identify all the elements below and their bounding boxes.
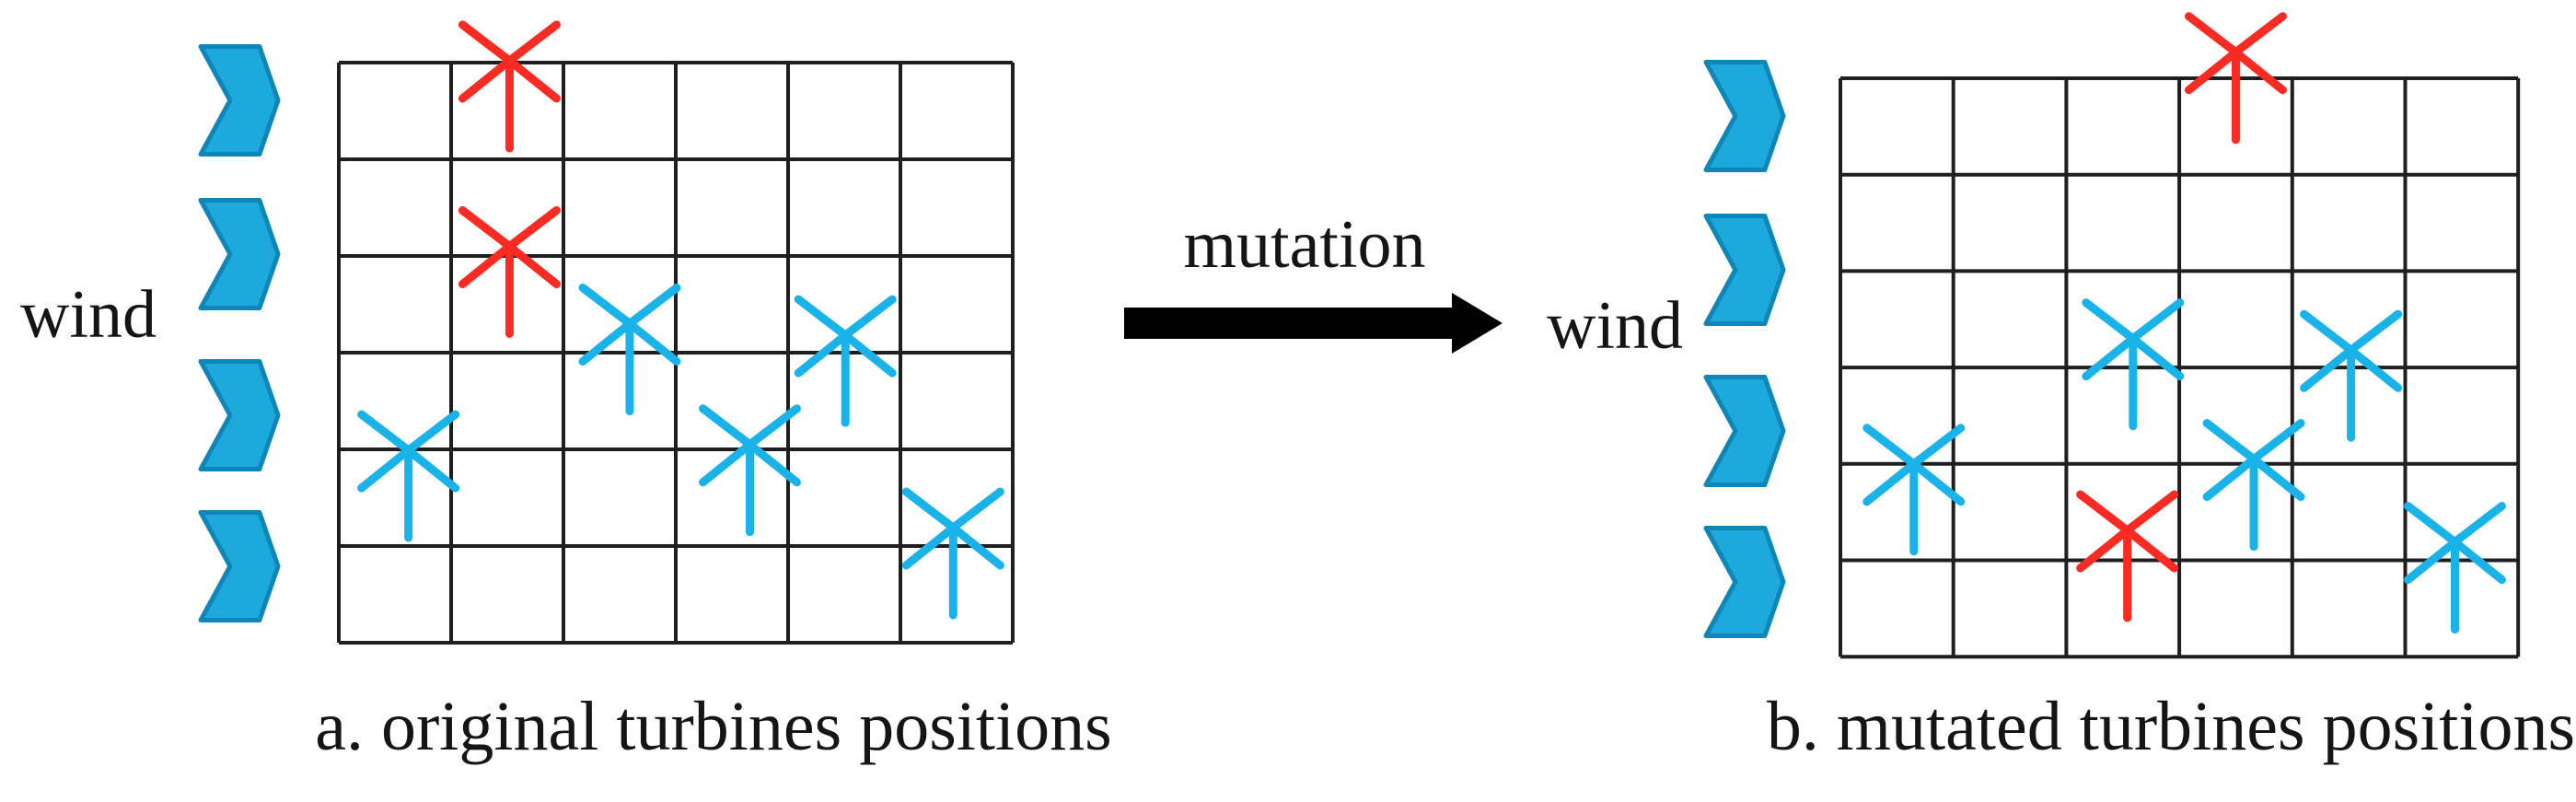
wind-chevron-icon [198,44,281,157]
caption-original: a. original turbines positions [315,688,1111,765]
turbine-icon-mutated [2076,490,2179,622]
wind-chevron-icon [1703,375,1786,487]
turbine-icon-kept [2082,298,2185,431]
turbine-icon-kept [2403,502,2506,634]
turbine-icon-mutated [458,206,561,338]
turbine-icon-mutated [2184,12,2287,145]
turbine-icon-mutated [458,20,561,153]
wind-chevron-icon [1703,214,1786,326]
wind-chevron-icon [1703,60,1786,172]
wind-chevron-icon [198,198,281,310]
wind-chevron-icon [198,359,281,471]
turbine-icon-kept [901,487,1004,620]
turbine-icon-kept [1862,424,1966,556]
wind-chevron-icon [1703,526,1786,638]
turbine-icon-kept [2300,309,2403,442]
generated-diagram-layer [198,12,2521,659]
grid-mutated [1839,76,2521,659]
mutation-arrow [1124,293,1503,354]
turbine-icon-kept [578,284,681,415]
panel-original [198,20,1015,645]
wind-chevron-icon [198,510,281,622]
turbine-icon-kept [699,404,802,537]
turbine-icon-kept [357,410,460,542]
turbine-icon-kept [794,295,897,427]
wind-label-left: wind [20,277,157,353]
grid-original [337,61,1015,645]
caption-mutated: b. mutated turbines positions [1767,688,2575,765]
turbine-icon-kept [2202,419,2305,552]
panel-mutated [1703,12,2521,659]
mutation-label: mutation [1183,207,1425,283]
wind-label-right: wind [1547,288,1683,364]
